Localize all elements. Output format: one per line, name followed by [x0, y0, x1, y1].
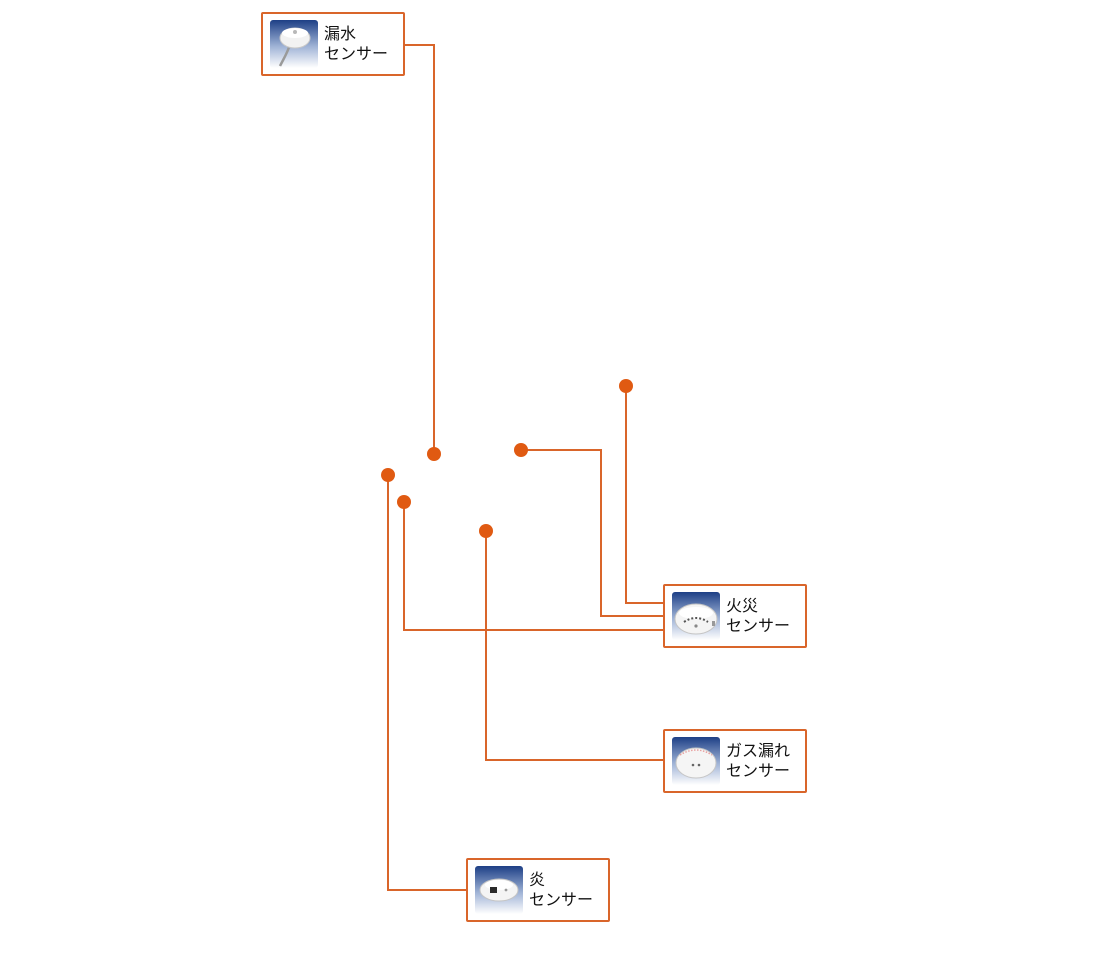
connector-line-flame [387, 475, 466, 891]
connector-line-gas [485, 531, 663, 761]
gas-leak-sensor-card[interactable]: ガス漏れ センサー [663, 729, 807, 793]
connector-line-water [405, 44, 435, 453]
gas-leak-sensor-icon [672, 737, 720, 785]
install-point-fire-3 [397, 495, 411, 509]
water-leak-sensor-label-line2: センサー [324, 44, 389, 63]
connector-line-fire-2 [521, 449, 663, 617]
connector-line-fire-3 [403, 502, 663, 631]
water-leak-sensor-icon [270, 20, 318, 68]
gas-leak-sensor-label-line1: ガス漏れ [726, 741, 791, 760]
flame-sensor-icon [475, 866, 523, 914]
connector-line-fire-1 [625, 386, 663, 604]
water-leak-sensor-label-line1: 漏水 [324, 24, 357, 43]
install-point-flame [381, 468, 395, 482]
fire-sensor-label-line1: 火災 [726, 596, 759, 615]
fire-sensor-label-line2: センサー [726, 616, 791, 635]
gas-leak-sensor-label-line2: センサー [726, 761, 791, 780]
flame-sensor-card[interactable]: 炎 センサー [466, 858, 610, 922]
install-point-gas [479, 524, 493, 538]
flame-sensor-label-line2: センサー [529, 890, 594, 909]
fire-sensor-card[interactable]: 火災 センサー [663, 584, 807, 648]
install-point-fire-1 [619, 379, 633, 393]
fire-sensor-icon [672, 592, 720, 640]
flame-sensor-label-line1: 炎 [529, 870, 546, 889]
water-leak-sensor-card[interactable]: 漏水 センサー [261, 12, 405, 76]
install-point-water [427, 447, 441, 461]
install-point-fire-2 [514, 443, 528, 457]
